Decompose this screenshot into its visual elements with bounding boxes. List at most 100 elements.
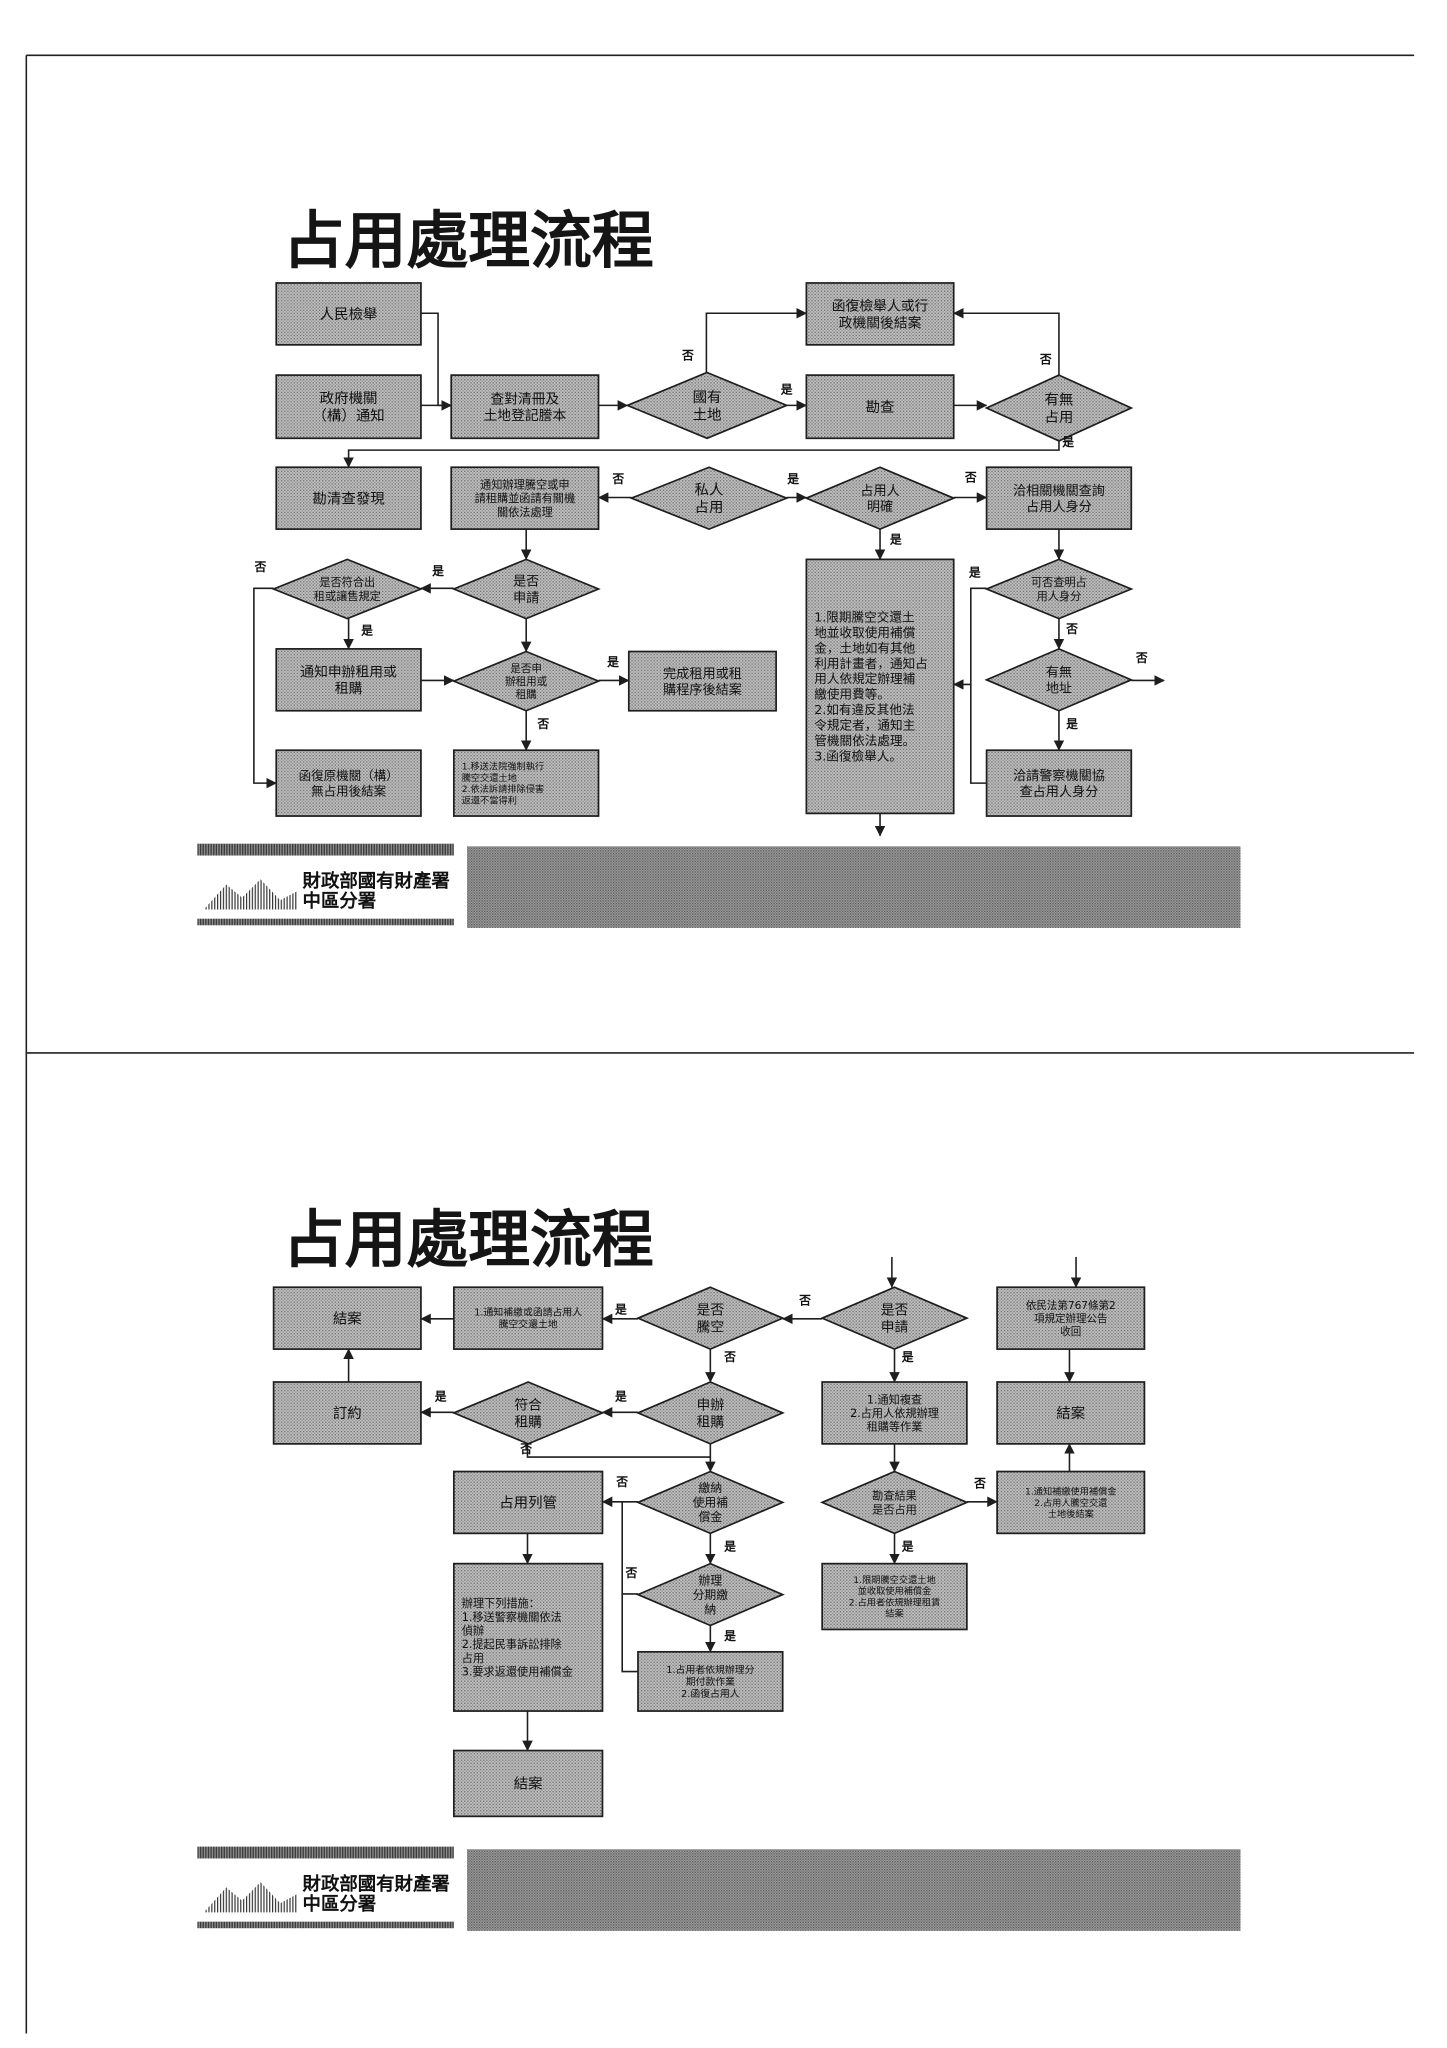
node-label: 私人占用 bbox=[695, 482, 724, 517]
no-label: 否 bbox=[519, 1442, 532, 1456]
node-label-line: 用人身分 bbox=[1037, 589, 1082, 603]
node-label-line: 1.通知補繳使用補償金 bbox=[1025, 1486, 1117, 1498]
node-label-line: 分期繳 bbox=[693, 1588, 729, 1602]
footer-band bbox=[466, 846, 1241, 928]
slide2-box-contract: 訂約 bbox=[272, 1381, 422, 1445]
box-shape bbox=[985, 466, 1133, 530]
slide1-box-reply: 函復檢舉人或行政機關後結案 bbox=[805, 282, 955, 346]
node-label: 符合租購 bbox=[514, 1397, 542, 1430]
node-label-line: 結案 bbox=[885, 1608, 903, 1620]
node-label-line: 查占用人身分 bbox=[1020, 784, 1099, 800]
slide1-box-inventory: 勘清查發現 bbox=[275, 466, 422, 530]
diamond-shape bbox=[451, 1381, 605, 1445]
diamond-shape bbox=[635, 1470, 785, 1535]
node-label-line: 繳使用費等。 bbox=[814, 687, 890, 702]
node-label-line: 購程序後結案 bbox=[663, 682, 742, 698]
no-label: 否 bbox=[681, 348, 694, 362]
no-label: 否 bbox=[1135, 651, 1148, 665]
node-label: 洽相關機關查詢占用人身分 bbox=[1013, 483, 1105, 515]
org-name: 財政部國有財產署 bbox=[302, 870, 450, 892]
slide1-box-replyorg: 函復原機關（構）無占用後結案 bbox=[275, 749, 422, 817]
node-label: 洽請警察機關協查占用人身分 bbox=[1013, 768, 1105, 800]
box-shape bbox=[985, 749, 1133, 817]
node-label-line: 項規定辦理公告 bbox=[1034, 1312, 1108, 1325]
node-label-line: 偵辦 bbox=[462, 1624, 484, 1638]
node-label-line: 騰空 bbox=[697, 1319, 725, 1336]
yes-label: 是 bbox=[1061, 435, 1074, 449]
node-label-line: 函復檢舉人或行 bbox=[832, 297, 929, 314]
node-label: 通知辦理騰空或申請租購並函請有關機關依法處理 bbox=[475, 478, 576, 519]
node-label-line: 勘清查發現 bbox=[312, 490, 385, 507]
slide2-decision-applylease: 申辦租購 bbox=[635, 1381, 785, 1445]
node-label-line: 訂約 bbox=[333, 1405, 362, 1422]
diamond-shape bbox=[451, 558, 601, 620]
node-label-line: 2.函復占用人 bbox=[681, 1687, 740, 1700]
branch-name: 中區分署 bbox=[303, 1893, 377, 1915]
slide2-decision-qualify: 符合租購 bbox=[451, 1381, 605, 1445]
node-label-line: 1.占用者依規辦理分 bbox=[666, 1663, 754, 1676]
slide1-box-police: 洽請警察機關協查占用人身分 bbox=[985, 749, 1133, 817]
box-shape bbox=[637, 1650, 784, 1712]
box-shape bbox=[272, 1286, 422, 1350]
node-label-line: 結案 bbox=[514, 1775, 543, 1793]
box-shape bbox=[275, 374, 422, 440]
diamond-shape bbox=[819, 1470, 970, 1535]
node-label: 是否申請 bbox=[513, 575, 539, 606]
no-label: 否 bbox=[615, 1475, 628, 1489]
slide1-box-report: 人民檢舉 bbox=[275, 282, 422, 346]
box-shape bbox=[452, 1562, 604, 1712]
node-label-line: 2.如有違反其他法 bbox=[814, 702, 914, 717]
box-shape bbox=[272, 1381, 422, 1445]
node-label-line: 租或讓售規定 bbox=[314, 589, 381, 603]
node-label: 結案 bbox=[514, 1775, 543, 1793]
node-label-line: 占用 bbox=[695, 499, 724, 516]
node-label: 是否符合出租或讓售規定 bbox=[314, 575, 381, 603]
no-label: 否 bbox=[798, 1293, 811, 1307]
diamond-shape bbox=[984, 647, 1134, 712]
slide1-box-recover: 1.限期騰空交還土地並收取使用補償金，土地如有其他利用計畫者，通知占用人依規定辦… bbox=[805, 558, 955, 815]
slide1-decision-known: 占用人明確 bbox=[804, 466, 956, 531]
slide1-decision-occupied: 有無占用 bbox=[984, 374, 1134, 442]
diamond-shape bbox=[635, 1562, 785, 1627]
yes-label: 是 bbox=[889, 533, 902, 547]
yes-label: 是 bbox=[723, 1629, 736, 1643]
node-label-line: （構）通知 bbox=[312, 408, 384, 425]
node-label-line: 申請 bbox=[513, 590, 539, 606]
node-label-line: 明確 bbox=[867, 499, 893, 515]
node-label: 是否騰空 bbox=[697, 1303, 725, 1336]
node-label: 繳納使用補償金 bbox=[693, 1481, 729, 1524]
node-label-line: 土地後結案 bbox=[1048, 1508, 1094, 1520]
mountain-logo-icon bbox=[203, 1882, 298, 1913]
node-label-line: 申辦 bbox=[697, 1397, 725, 1413]
node-label-line: 結案 bbox=[333, 1309, 362, 1327]
node-label-line: 洽相關機關查詢 bbox=[1013, 483, 1105, 499]
box-shape bbox=[821, 1562, 968, 1631]
flow-arrow bbox=[253, 587, 277, 789]
slide2-decision-applied: 是否申請 bbox=[819, 1286, 970, 1351]
slide2-box-notifyvacate: 1.通知補繳或函請占用人騰空交還土地 bbox=[452, 1286, 604, 1350]
box-shape bbox=[821, 1381, 968, 1445]
box-shape bbox=[452, 1749, 604, 1818]
slide1-decision-apply: 是否申請 bbox=[451, 558, 601, 620]
box-shape bbox=[452, 1286, 604, 1350]
logo-top-bar bbox=[197, 843, 454, 856]
node-label-line: 令規定者，通知主 bbox=[814, 717, 915, 732]
node-label-line: 租購等作業 bbox=[867, 1420, 923, 1434]
node-label-line: 2.依法訴請排除侵害 bbox=[462, 783, 544, 795]
slide2-decision-paid: 繳納使用補償金 bbox=[635, 1470, 785, 1535]
node-label: 申辦租購 bbox=[697, 1397, 725, 1430]
box-shape bbox=[275, 466, 422, 530]
node-label-line: 1.移送法院強制執行 bbox=[462, 761, 544, 773]
flow-line bbox=[621, 1501, 638, 1595]
node-label-line: 可否查明占 bbox=[1031, 575, 1087, 589]
node-label: 勘查結果是否占用 bbox=[872, 1489, 917, 1517]
node-label: 結案 bbox=[333, 1309, 362, 1327]
